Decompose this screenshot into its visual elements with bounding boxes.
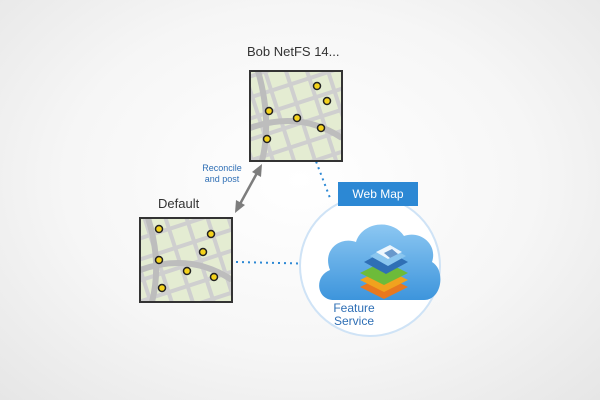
feature-service-line2: Service: [333, 314, 374, 328]
default-to-service-connector: [235, 261, 323, 265]
child-version-map-tile[interactable]: [249, 70, 343, 162]
reconcile-label-line2: and post: [204, 174, 240, 184]
web-map-badge[interactable]: Web Map: [338, 182, 418, 206]
default-version-map-tile[interactable]: [139, 217, 233, 303]
default-version-label: Default: [158, 196, 200, 211]
feature-service-line1: Feature: [333, 301, 375, 315]
reconcile-post-label: Reconcile and post: [182, 163, 262, 185]
feature-points: [154, 224, 219, 293]
layer-stack-icon: [360, 245, 408, 299]
bidirectional-arrow-icon: [235, 164, 262, 213]
child-version-label: Bob NetFS 14...: [247, 44, 340, 59]
feature-service-label: Feature Service: [314, 302, 394, 328]
map-tile-icon: [262, 81, 332, 144]
reconcile-label-line1: Reconcile: [202, 163, 242, 173]
child-to-webmap-connector: [313, 155, 331, 199]
